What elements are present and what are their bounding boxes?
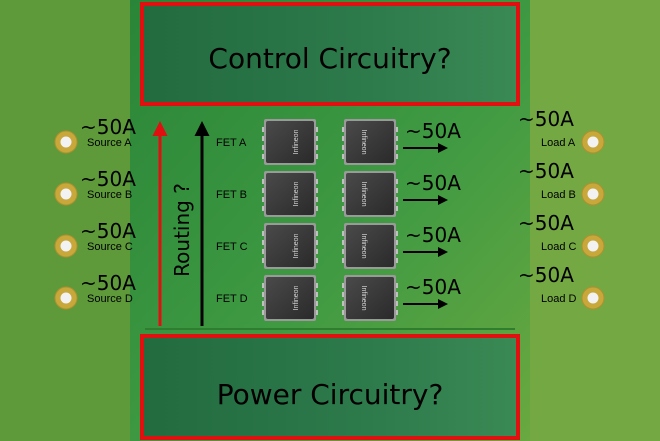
- fet-c-current: ~50A: [405, 223, 461, 247]
- load-a-current: ~50A: [518, 107, 574, 131]
- trace-bottom: [145, 328, 515, 330]
- load-b-current: ~50A: [518, 159, 574, 183]
- fet-b-chip-left-brand: Infineon: [293, 181, 300, 206]
- fet-a-chip-right-brand: Infineon: [360, 130, 367, 155]
- source-d-label: Source D: [87, 293, 133, 305]
- power-circuitry-label: Power Circuitry?: [217, 378, 444, 411]
- load-a-label: Load A: [541, 137, 576, 149]
- board-left-strip: [0, 0, 130, 441]
- fet-c-label: FET C: [216, 241, 248, 253]
- fet-c-chip-left-brand: Infineon: [293, 233, 300, 258]
- source-a-label: Source A: [87, 137, 132, 149]
- source-c-label: Source C: [87, 241, 133, 253]
- fet-c-chip-right: [346, 225, 394, 267]
- source-a-hole: [60, 136, 72, 148]
- fet-c-chip-right-brand: Infineon: [360, 234, 367, 259]
- load-d-label: Load D: [541, 293, 577, 305]
- fet-a-current: ~50A: [405, 119, 461, 143]
- fet-d-label: FET D: [216, 293, 248, 305]
- fet-d-chip-right-brand: Infineon: [360, 286, 367, 311]
- source-a-current: ~50A: [80, 115, 136, 139]
- fet-a-label: FET A: [216, 137, 247, 149]
- fet-b-chip-right: [346, 173, 394, 215]
- load-a-hole: [587, 136, 599, 148]
- source-b-current: ~50A: [80, 167, 136, 191]
- source-b-hole: [60, 188, 72, 200]
- control-circuitry-label: Control Circuitry?: [208, 42, 451, 75]
- fet-a-chip-right: [346, 121, 394, 163]
- fet-b-chip-right-brand: Infineon: [360, 182, 367, 207]
- load-d-current: ~50A: [518, 263, 574, 287]
- fet-c-chip-left: [266, 225, 314, 267]
- routing-label: Routing ?: [170, 183, 194, 277]
- fet-d-chip-left: [266, 277, 314, 319]
- fet-b-chip-left: [266, 173, 314, 215]
- fet-b-current: ~50A: [405, 171, 461, 195]
- source-b-label: Source B: [87, 189, 132, 201]
- fet-b-label: FET B: [216, 189, 247, 201]
- board-right-strip: [530, 0, 660, 441]
- load-d-hole: [587, 292, 599, 304]
- load-b-label: Load B: [541, 189, 576, 201]
- load-c-current: ~50A: [518, 211, 574, 235]
- source-c-current: ~50A: [80, 219, 136, 243]
- load-b-hole: [587, 188, 599, 200]
- fet-d-chip-left-brand: Infineon: [293, 285, 300, 310]
- fet-a-chip-left: [266, 121, 314, 163]
- fet-d-chip-right: [346, 277, 394, 319]
- fet-a-chip-left-brand: Infineon: [293, 129, 300, 154]
- load-c-hole: [587, 240, 599, 252]
- source-c-hole: [60, 240, 72, 252]
- load-c-label: Load C: [541, 241, 577, 253]
- source-d-current: ~50A: [80, 271, 136, 295]
- fet-d-current: ~50A: [405, 275, 461, 299]
- source-d-hole: [60, 292, 72, 304]
- control-circuitry-block: [140, 2, 520, 106]
- power-circuitry-block: [140, 334, 520, 440]
